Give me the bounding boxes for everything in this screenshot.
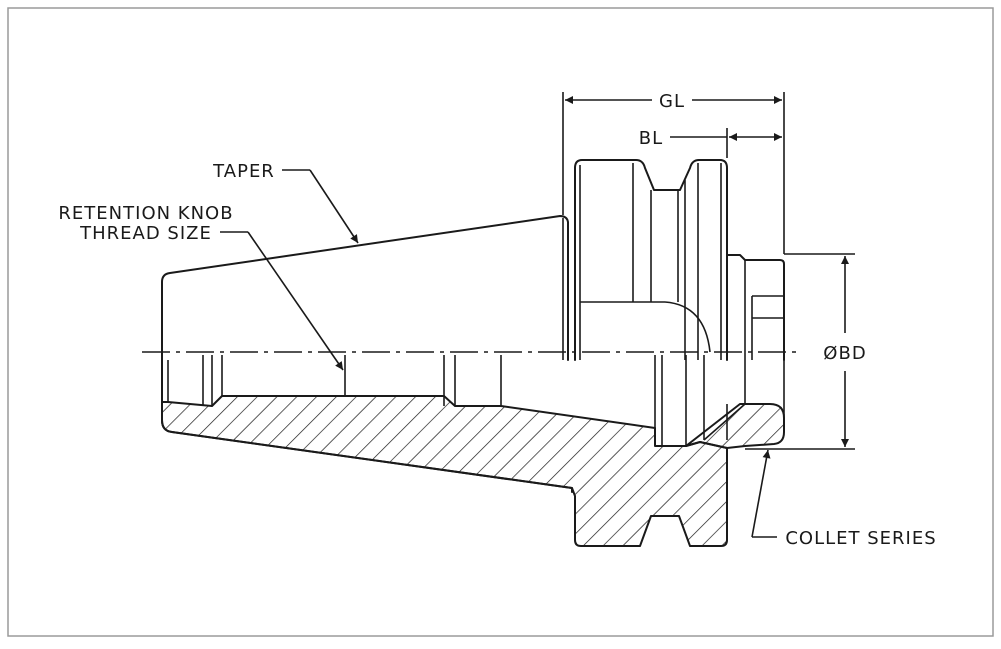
retention-knob-label-line1: RETENTION KNOB [58, 203, 233, 224]
callout-retention-knob: RETENTION KNOB THREAD SIZE [58, 203, 344, 371]
bore-diameter-label: ØBD [823, 343, 866, 364]
exterior-half [161, 159, 785, 361]
collet-series-label: COLLET SERIES [785, 528, 936, 549]
section-half [161, 355, 785, 547]
bl-label: BL [639, 128, 663, 149]
flange-outline [574, 159, 728, 361]
retention-knob-label-line2: THREAD SIZE [79, 223, 212, 244]
drawing-border [7, 7, 994, 637]
collet-nut-section [685, 403, 785, 449]
callout-taper: TAPER [212, 161, 359, 244]
gl-label: GL [659, 91, 685, 112]
taper-outline [161, 215, 569, 361]
dimension-gl: GL [562, 91, 785, 254]
taper-label: TAPER [212, 161, 275, 182]
dimension-bl: BL [639, 128, 782, 158]
callout-collet-series: COLLET SERIES [751, 449, 936, 549]
collet-nut-outline [726, 254, 785, 361]
holder-section-hatch [161, 395, 728, 547]
dimension-bd: ØBD [745, 253, 866, 450]
